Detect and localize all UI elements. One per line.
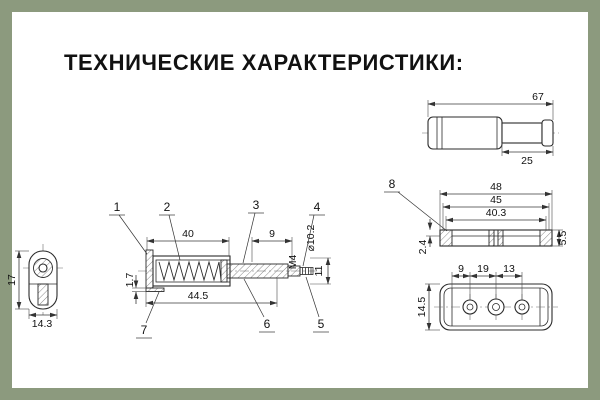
callout-leader xyxy=(145,291,160,324)
plate-plan-view: 9 19 13 14.5 xyxy=(416,263,558,331)
plate-section-view: 40.3 45 48 2.4 5.5 8 xyxy=(384,177,569,254)
piston-rod xyxy=(226,263,289,279)
callout-2: 2 xyxy=(159,200,181,261)
dim-label-67: 67 xyxy=(532,91,544,103)
callout-4-label: 4 xyxy=(314,200,321,214)
callout-8-label: 8 xyxy=(389,177,396,191)
dim-label-45: 45 xyxy=(490,194,502,206)
dim-label-13: 13 xyxy=(503,263,515,275)
dim-label-height-17: 17 xyxy=(6,274,18,286)
body-outline xyxy=(427,116,503,150)
callout-leader xyxy=(242,212,256,264)
dim-label-9: 9 xyxy=(269,228,275,240)
callout-3-label: 3 xyxy=(253,198,260,212)
dim-label-5-5: 5.5 xyxy=(557,231,569,246)
callout-6-label: 6 xyxy=(264,317,271,331)
callout-leader xyxy=(243,278,265,318)
boss-hatch-left xyxy=(488,229,495,247)
spring xyxy=(158,260,222,282)
callout-6: 6 xyxy=(243,278,275,333)
callout-8: 8 xyxy=(384,177,448,232)
front-view: 17 14.3 xyxy=(6,244,63,330)
piston-plate xyxy=(220,259,228,283)
callout-1: 1 xyxy=(109,200,148,255)
callout-leader xyxy=(305,276,320,318)
dim-label-44-5: 44.5 xyxy=(188,290,209,302)
callout-leader xyxy=(397,191,448,232)
callout-4: 4 xyxy=(302,200,325,267)
section-view: 40 9 ⌀10.2 M4 11 44.5 1.7 xyxy=(109,198,331,339)
mounting-hole-inner xyxy=(518,303,526,311)
threaded-tip xyxy=(299,267,314,275)
lower-hatched-section xyxy=(37,283,49,306)
dim-label-1-7: 1.7 xyxy=(124,273,136,288)
roller-axle xyxy=(38,263,48,273)
callout-leader xyxy=(302,214,315,267)
end-bracket xyxy=(145,249,154,289)
callout-leader xyxy=(168,214,181,261)
tip-cap xyxy=(541,119,554,147)
dim-label-11: 11 xyxy=(313,265,325,276)
callout-7-label: 7 xyxy=(141,323,148,337)
callout-leader xyxy=(118,214,148,255)
callout-5-label: 5 xyxy=(318,317,325,331)
mounting-hole-inner xyxy=(466,303,474,311)
mounting-hole xyxy=(514,299,530,315)
plate-outline xyxy=(439,229,553,247)
dim-label-thread-m4: M4 xyxy=(287,255,299,270)
callout-3: 3 xyxy=(242,198,264,264)
dim-label-9: 9 xyxy=(458,263,464,275)
side-view: 67 25 xyxy=(422,91,559,167)
dim-label-diameter-10-2: ⌀10.2 xyxy=(305,224,317,251)
mounting-hole xyxy=(487,298,505,316)
left-cap-hatch xyxy=(439,229,453,247)
callout-1-label: 1 xyxy=(114,200,121,214)
mounting-hole-inner xyxy=(492,303,500,311)
right-cap-hatch xyxy=(539,229,553,247)
boss-hatch-right xyxy=(497,229,504,247)
plunger-rod xyxy=(501,122,543,144)
callout-2-label: 2 xyxy=(164,200,171,214)
dim-label-40-3: 40.3 xyxy=(486,207,507,219)
bracket-flange xyxy=(145,287,165,292)
dim-label-40: 40 xyxy=(182,228,194,240)
dim-label-48: 48 xyxy=(490,181,502,193)
dim-label-width-14-3: 14.3 xyxy=(32,318,53,330)
dim-label-14-5: 14.5 xyxy=(416,297,428,318)
dim-label-2-4: 2.4 xyxy=(417,240,429,255)
callout-7: 7 xyxy=(136,291,160,339)
callout-5: 5 xyxy=(305,276,329,333)
dim-label-25: 25 xyxy=(521,155,533,167)
dim-label-19: 19 xyxy=(477,263,489,275)
page-title: ТЕХНИЧЕСКИЕ ХАРАКТЕРИСТИКИ: xyxy=(64,50,464,75)
mounting-hole xyxy=(462,299,478,315)
